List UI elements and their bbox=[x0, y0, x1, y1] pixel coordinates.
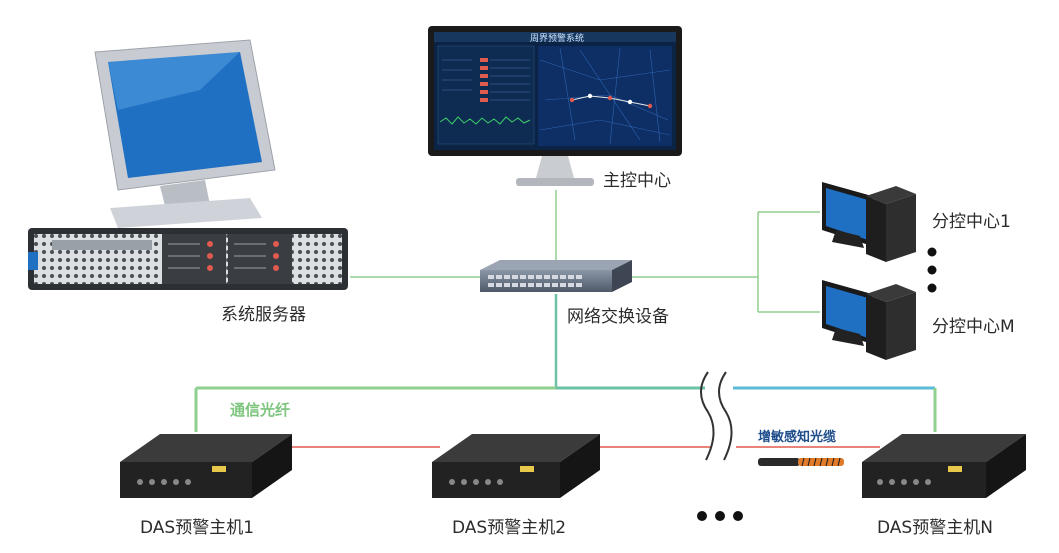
branch-1-label: 分控中心1 bbox=[932, 212, 1011, 232]
das-ellipsis bbox=[697, 511, 743, 521]
das-host-n bbox=[862, 434, 1026, 498]
branch-pc-m bbox=[822, 280, 916, 360]
branch-ellipsis bbox=[927, 247, 937, 293]
comm-fiber-label: 通信光纤 bbox=[230, 401, 291, 419]
main-control-monitor bbox=[428, 26, 682, 186]
network-switch bbox=[480, 260, 632, 292]
main-control-label: 主控中心 bbox=[603, 171, 671, 191]
break-mark-2 bbox=[718, 371, 733, 461]
das-host-n-label: DAS预警主机N bbox=[877, 518, 993, 538]
break-mark-1 bbox=[700, 371, 715, 461]
sensing-cable-sample bbox=[758, 457, 844, 467]
server-label: 系统服务器 bbox=[221, 305, 306, 325]
das-host-2 bbox=[432, 434, 600, 498]
connection-lines bbox=[194, 190, 937, 461]
branch-pc-1 bbox=[822, 182, 916, 262]
branch-m-label: 分控中心M bbox=[932, 317, 1015, 337]
screen-title: 周界预警系统 bbox=[530, 34, 585, 44]
das-host-2-label: DAS预警主机2 bbox=[452, 518, 567, 538]
switch-label: 网络交换设备 bbox=[567, 307, 669, 327]
sensing-cable-label: 增敏感知光缆 bbox=[758, 430, 837, 445]
system-server bbox=[28, 39, 348, 290]
das-host-1 bbox=[120, 434, 292, 498]
das-host-1-label: DAS预警主机1 bbox=[140, 518, 255, 538]
